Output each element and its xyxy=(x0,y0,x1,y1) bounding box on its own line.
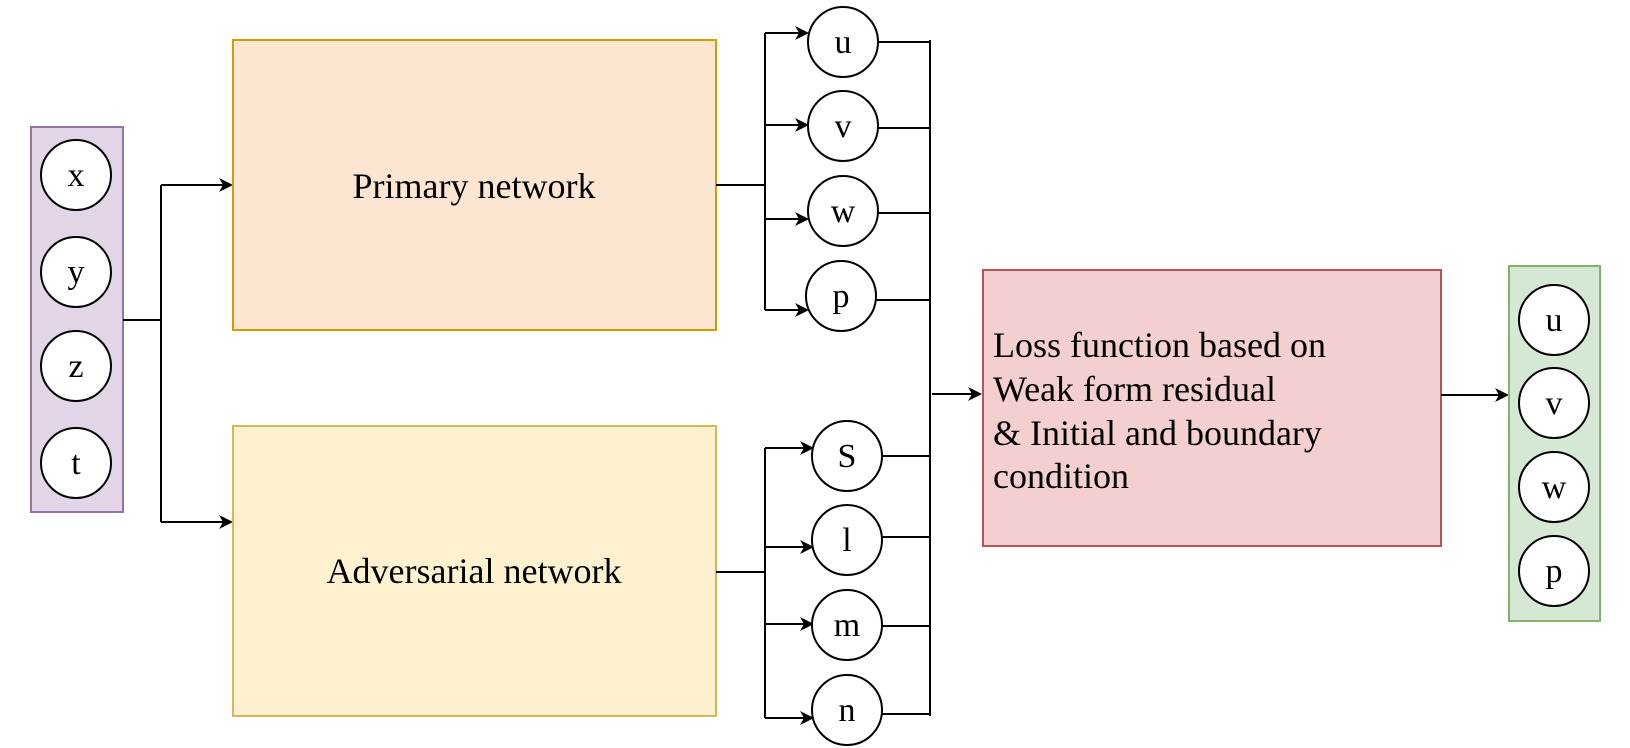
final-output-node-u: u xyxy=(1518,284,1590,356)
input-node-t: t xyxy=(40,427,112,499)
final-output-label-p: p xyxy=(1546,553,1563,590)
input-label-x: x xyxy=(68,157,85,194)
adversarial-output-label-l: l xyxy=(842,522,851,559)
final-output-node-v: v xyxy=(1518,367,1590,439)
final-output-node-p: p xyxy=(1518,535,1590,607)
loss-text-line-2: Weak form residual xyxy=(993,369,1276,409)
input-label-t: t xyxy=(71,445,81,482)
adversarial-output-node-s: S xyxy=(811,420,883,492)
input-node-z: z xyxy=(40,330,112,402)
final-output-label-v: v xyxy=(1546,385,1563,422)
adversarial-output-label-s: S xyxy=(838,438,857,475)
adversarial-network-box xyxy=(232,425,717,717)
loss-function-box xyxy=(982,269,1442,547)
primary-network-label: Primary network xyxy=(353,166,596,206)
input-node-y: y xyxy=(40,236,112,308)
primary-network-box xyxy=(232,39,717,331)
primary-output-node-w: w xyxy=(807,175,879,247)
primary-output-label-w: w xyxy=(831,193,856,230)
primary-output-label-v: v xyxy=(835,108,852,145)
primary-output-node-p: p xyxy=(805,260,877,332)
primary-output-node-u: u xyxy=(807,6,879,78)
final-output-label-u: u xyxy=(1546,302,1563,339)
loss-text-line-4: condition xyxy=(993,456,1129,496)
primary-output-label-p: p xyxy=(833,278,850,315)
input-label-y: y xyxy=(68,254,85,291)
adversarial-network-label: Adversarial network xyxy=(327,551,622,591)
loss-text-line-3: & Initial and boundary xyxy=(993,413,1322,453)
adversarial-output-label-m: m xyxy=(834,607,860,644)
input-label-z: z xyxy=(68,348,83,385)
adversarial-output-label-n: n xyxy=(839,692,856,729)
loss-text-line-1: Loss function based on xyxy=(993,325,1326,365)
adversarial-output-connector xyxy=(716,441,814,725)
primary-output-label-u: u xyxy=(835,24,852,61)
final-output-node-w: w xyxy=(1518,451,1590,523)
adversarial-output-node-m: m xyxy=(811,589,883,661)
adversarial-output-node-n: n xyxy=(811,674,883,746)
final-output-label-w: w xyxy=(1542,469,1567,506)
primary-output-connector xyxy=(716,26,809,317)
collector-connector xyxy=(876,40,982,716)
input-node-x: x xyxy=(40,139,112,211)
input-connector xyxy=(123,178,233,529)
primary-output-node-v: v xyxy=(807,90,879,162)
adversarial-output-node-l: l xyxy=(811,504,883,576)
